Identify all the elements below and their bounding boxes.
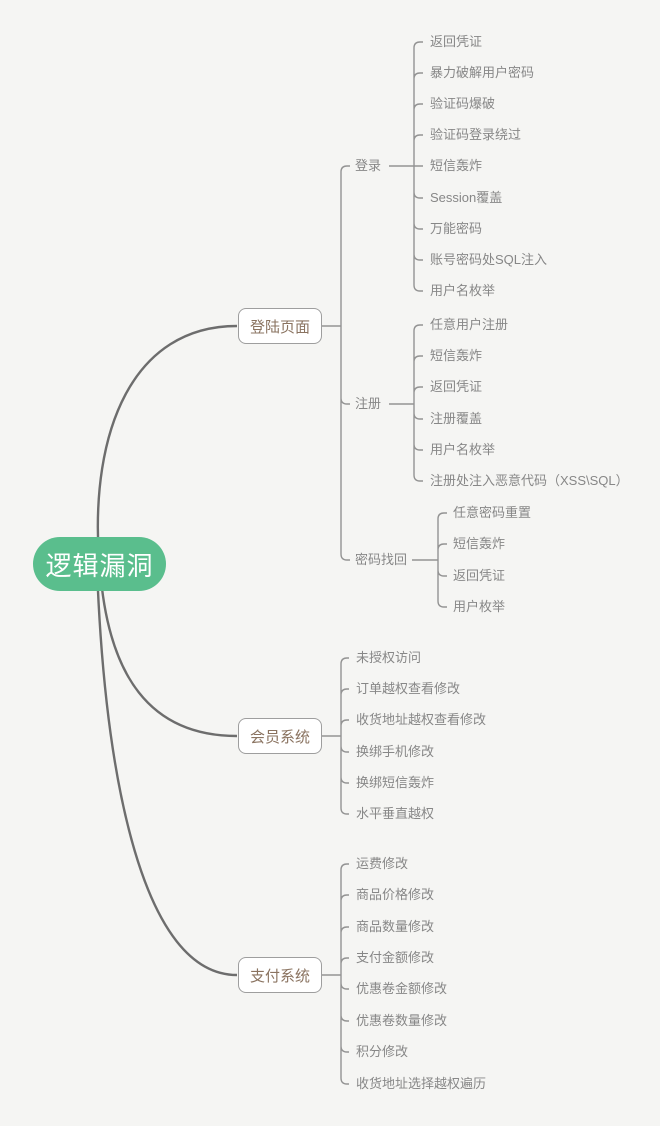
branch-node-login-page[interactable]: 登陆页面 xyxy=(238,308,322,344)
leaf-topic[interactable]: 短信轰炸 xyxy=(430,158,483,173)
leaf-topic[interactable]: 用户名枚举 xyxy=(430,442,496,457)
connector-path xyxy=(322,657,349,815)
root-topic[interactable]: 逻辑漏洞 xyxy=(33,537,166,591)
leaf-topic[interactable]: 优惠卷数量修改 xyxy=(356,1013,448,1028)
leaf-topic[interactable]: Session覆盖 xyxy=(430,190,503,205)
subtopic-login[interactable]: 登录 xyxy=(355,158,382,173)
leaf-topic[interactable]: 收货地址选择越权遍历 xyxy=(356,1076,487,1091)
leaf-topic[interactable]: 支付金额修改 xyxy=(356,950,435,965)
leaf-topic[interactable]: 运费修改 xyxy=(356,856,409,871)
leaf-topic[interactable]: 换绑手机修改 xyxy=(356,744,435,759)
connector-path xyxy=(98,567,238,738)
leaf-topic[interactable]: 短信轰炸 xyxy=(430,348,483,363)
leaf-topic[interactable]: 任意密码重置 xyxy=(453,505,532,520)
leaf-topic[interactable]: 商品价格修改 xyxy=(356,887,435,902)
connector-path xyxy=(389,41,423,292)
connector-path xyxy=(96,324,238,561)
leaf-topic[interactable]: 返回凭证 xyxy=(453,568,506,583)
subtopic-password-recovery[interactable]: 密码找回 xyxy=(355,552,408,567)
connector-path xyxy=(389,324,423,482)
leaf-topic[interactable]: 验证码爆破 xyxy=(430,96,496,111)
leaf-topic[interactable]: 积分修改 xyxy=(356,1044,409,1059)
connector-path xyxy=(322,165,350,561)
leaf-topic[interactable]: 用户枚举 xyxy=(453,599,506,614)
leaf-topic[interactable]: 验证码登录绕过 xyxy=(430,127,522,142)
leaf-topic[interactable]: 短信轰炸 xyxy=(453,536,506,551)
subtopic-register[interactable]: 注册 xyxy=(355,396,382,411)
leaf-topic[interactable]: 商品数量修改 xyxy=(356,919,435,934)
leaf-topic[interactable]: 万能密码 xyxy=(430,221,483,236)
connector-path xyxy=(95,567,238,977)
leaf-topic[interactable]: 返回凭证 xyxy=(430,379,483,394)
leaf-topic[interactable]: 账号密码处SQL注入 xyxy=(430,252,548,267)
branch-node-payment-system[interactable]: 支付系统 xyxy=(238,957,322,993)
leaf-topic[interactable]: 用户名枚举 xyxy=(430,283,496,298)
connector-path xyxy=(322,863,349,1085)
leaf-topic[interactable]: 返回凭证 xyxy=(430,34,483,49)
leaf-topic[interactable]: 优惠卷金额修改 xyxy=(356,981,448,996)
branch-node-member-system[interactable]: 会员系统 xyxy=(238,718,322,754)
leaf-topic[interactable]: 未授权访问 xyxy=(356,650,422,665)
leaf-topic[interactable]: 暴力破解用户密码 xyxy=(430,65,535,80)
leaf-topic[interactable]: 注册处注入恶意代码（XSS\SQL） xyxy=(430,473,629,488)
leaf-topic[interactable]: 任意用户注册 xyxy=(430,317,509,332)
leaf-topic[interactable]: 换绑短信轰炸 xyxy=(356,775,435,790)
leaf-topic[interactable]: 水平垂直越权 xyxy=(356,806,435,821)
leaf-topic[interactable]: 收货地址越权查看修改 xyxy=(356,712,487,727)
leaf-topic[interactable]: 注册覆盖 xyxy=(430,411,483,426)
leaf-topic[interactable]: 订单越权查看修改 xyxy=(356,681,461,696)
connector-path xyxy=(412,512,447,608)
